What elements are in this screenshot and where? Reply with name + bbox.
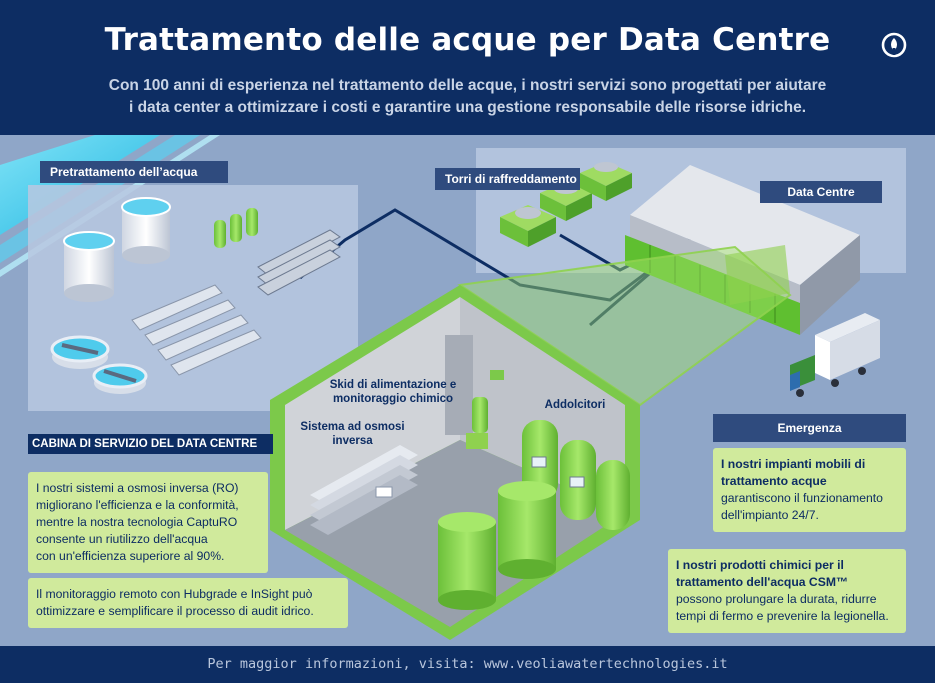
label-ro-system: Sistema ad osmosi inversa — [290, 420, 415, 448]
label-ro-system-line-2: inversa — [332, 435, 373, 447]
label-softeners: Addolcitori — [544, 399, 606, 411]
footer-link-text[interactable]: Per maggior informazioni, visita: www.ve… — [207, 656, 728, 672]
page-title: Trattamento delle acque per Data Centre — [104, 22, 831, 58]
footer-banner: Per maggior informazioni, visita: www.ve… — [0, 646, 935, 683]
data-centre-building — [625, 165, 860, 335]
mobile-text-line-4: dell'impianto 24/7. — [721, 508, 819, 522]
green-filter-units — [214, 208, 258, 248]
veolia-logo-icon — [881, 32, 907, 58]
clarifier-tank-2 — [121, 197, 171, 264]
softeners — [522, 420, 630, 530]
chemicals-text-bold-1: I nostri prodotti chimici per il — [676, 558, 844, 572]
header-banner: Trattamento delle acque per Data Centre … — [0, 0, 935, 135]
section-tag-emergency: Emergenza — [713, 414, 906, 442]
clarifier-tank-1 — [63, 231, 115, 302]
text-box-mobile-plants: I nostri impianti mobili di trattamento … — [713, 448, 906, 532]
section-tag-data-centre: Data Centre — [760, 181, 882, 203]
mobile-text-bold-1: I nostri impianti mobili di — [721, 457, 866, 471]
ro-text-line-2: migliorano l'efficienza e la conformità, — [36, 498, 239, 512]
mobile-text-bold-2: trattamento acque — [721, 474, 827, 488]
ro-system-indoor — [310, 445, 418, 535]
section-tag-cooling-towers: Torri di raffreddamento — [435, 168, 580, 190]
filter-racks — [131, 284, 262, 376]
ro-text-line-5: con un'efficienza superiore al 90%. — [36, 549, 225, 563]
settling-basin-1 — [50, 335, 110, 369]
ro-rack-outdoor — [257, 229, 341, 296]
settling-basin-2 — [92, 363, 148, 394]
ro-text-line-4: consente un riutilizzo dell'acqua — [36, 532, 208, 546]
cooling-tower-1 — [500, 205, 556, 247]
label-chemical-skid-line-1: Skid di alimentazione e — [329, 379, 457, 391]
section-tag-pretreatment: Pretrattamento dell’acqua — [40, 161, 228, 183]
subtitle-line-1: Con 100 anni di esperienza nel trattamen… — [108, 77, 827, 94]
label-chemical-skid-line-2: monitoraggio chimico — [332, 393, 454, 405]
storage-tank-2 — [498, 481, 556, 579]
subtitle-line-2: i data center a ottimizzare i costi e ga… — [128, 99, 807, 116]
chemicals-text-line-3: possono prolungare la durata, ridurre — [676, 592, 877, 606]
page-subtitle: Con 100 anni di esperienza nel trattamen… — [60, 75, 875, 119]
zoom-highlight — [460, 247, 790, 405]
monitoring-text-line-2: ottimizzare e semplificare il processo d… — [36, 604, 314, 618]
mobile-text-line-3: garantiscono il funzionamento — [721, 491, 883, 505]
chemical-skid — [466, 370, 504, 449]
ro-text-line-3: mentre la nostra tecnologia CaptuRO — [36, 515, 238, 529]
mobile-treatment-truck — [790, 313, 880, 397]
chemicals-text-line-4: tempi di fermo e prevenire la legionella… — [676, 609, 889, 623]
chemicals-text-bold-2: trattamento dell'acqua CSM™ — [676, 575, 849, 589]
illustration-scene: Pretrattamento dell’acqua Torri di raffr… — [0, 135, 935, 646]
text-box-remote-monitoring: Il monitoraggio remoto con Hubgrade e In… — [28, 578, 348, 628]
infographic-illustration — [0, 135, 906, 640]
storage-tank-1 — [438, 512, 496, 610]
label-ro-system-line-1: Sistema ad osmosi — [300, 421, 405, 433]
label-chemical-skid: Skid di alimentazione e monitoraggio chi… — [318, 378, 468, 406]
monitoring-text-line-1: Il monitoraggio remoto con Hubgrade e In… — [36, 587, 313, 601]
ro-text-line-1: I nostri sistemi a osmosi inversa (RO) — [36, 481, 239, 495]
text-box-chemicals: I nostri prodotti chimici per il trattam… — [668, 549, 906, 633]
text-box-reverse-osmosis: I nostri sistemi a osmosi inversa (RO) m… — [28, 472, 268, 573]
cooling-tower-3 — [580, 162, 632, 201]
section-tag-service-cabin: CABINA DI SERVIZIO DEL DATA CENTRE — [28, 434, 273, 454]
